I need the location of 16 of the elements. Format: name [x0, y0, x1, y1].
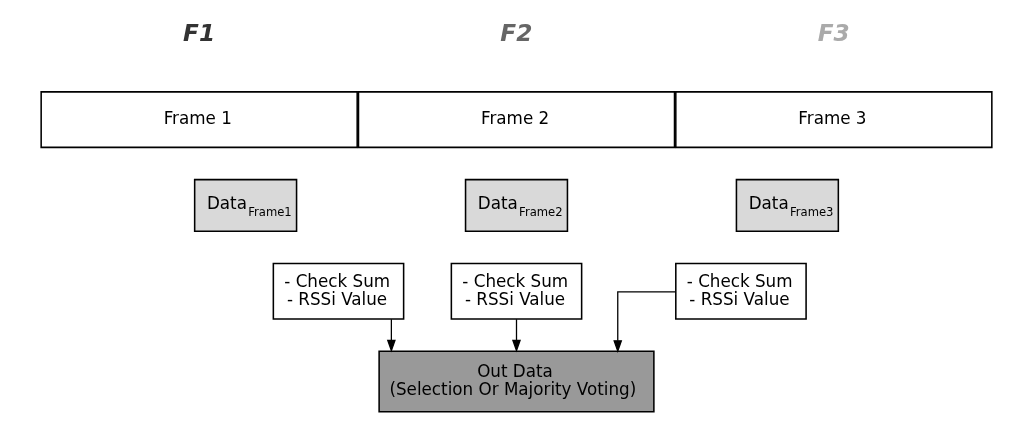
node-box: Out Data (Selection Or Majority Voting) — [377, 350, 655, 413]
node-box: Frame 1 — [39, 91, 358, 149]
arrow — [511, 318, 521, 353]
node-box: Data$_{Frame2}$ — [464, 178, 568, 232]
label: F2 — [499, 18, 532, 46]
node-box: Frame 3 — [674, 91, 993, 149]
arrow — [612, 291, 676, 354]
node-box: - Check Sum - RSSi Value — [272, 262, 404, 320]
label: F3 — [817, 18, 850, 46]
label: F1 — [182, 18, 215, 46]
node-box: Data$_{Frame1}$ — [193, 178, 297, 232]
node-box: - Check Sum - RSSi Value — [674, 262, 807, 320]
node-box: Frame 2 — [357, 91, 675, 149]
arrow — [386, 318, 396, 353]
node-box: Data$_{Frame3}$ — [735, 178, 839, 232]
node-box: - Check Sum - RSSi Value — [450, 262, 582, 320]
